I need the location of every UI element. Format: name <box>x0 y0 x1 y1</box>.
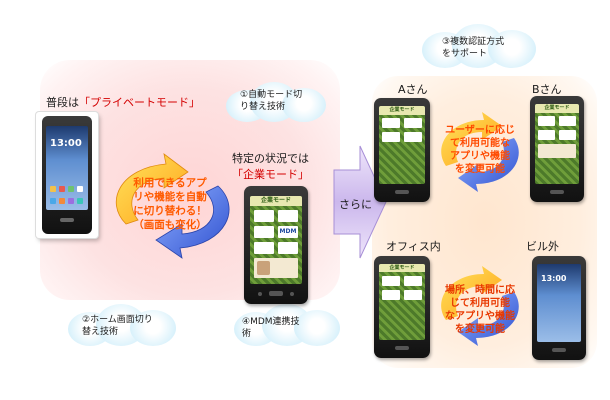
corporate-mode-label: 「企業モード」 <box>232 168 309 181</box>
private-mode-label: 普段は「プライベートモード」 <box>46 94 200 110</box>
callout-user-line-3: アプリや機能 <box>450 151 510 162</box>
situation-label: 特定の状況では <box>232 152 309 165</box>
private-mode-phone: 13:00 <box>36 112 98 238</box>
callout-main-line-2: リや機能を自動 <box>133 191 207 203</box>
clock-text: 13:00 <box>50 138 82 149</box>
callout-main-line-1: 利用できるアプ <box>133 177 207 189</box>
callout-user-line-2: て利用可能な <box>450 138 510 149</box>
cloud-4-line-1: ④MDM連携技 <box>242 317 300 327</box>
curved-arrow-icon <box>441 112 519 192</box>
callout-place-line-3: なアプリや機能 <box>445 311 515 322</box>
callout-main-line-3: に切り替わる！ <box>133 205 207 217</box>
curved-arrow-icon <box>441 266 519 346</box>
callout-user-line-4: を変更可能 <box>455 164 505 175</box>
clock-text-outside: 13:00 <box>541 274 567 283</box>
corporate-bar-office: 企業モード <box>379 264 425 273</box>
place-callout: 場所、時間に応 じて利用可能 なアプリや機能 を変更可能 <box>428 284 532 336</box>
office-phone: 企業モード <box>374 256 430 358</box>
cloud-3-line-2: をサポート <box>442 49 488 59</box>
cloud-home-screen-switch: ②ホーム画面切り 替え技術 <box>66 304 178 350</box>
cloud-1-line-1: ①自動モード切 <box>240 90 303 100</box>
callout-place-line-1: 場所、時間に応 <box>445 285 515 296</box>
cloud-auto-mode-switch: ①自動モード切 り替え技術 <box>222 80 330 126</box>
curved-arrow-icon <box>115 153 230 259</box>
block-arrow-right-icon <box>333 145 387 259</box>
corporate-bar-b: 企業モード <box>535 104 579 113</box>
further-label: さらに <box>339 198 372 211</box>
cloud-4-line-2: 術 <box>242 329 252 339</box>
private-mode-prefix: 普段は <box>46 96 79 109</box>
callout-main-line-4: （画面も変化） <box>133 219 207 231</box>
cloud-multi-auth: ③複数認証方式 をサポート <box>420 24 538 72</box>
callout-place-line-2: じて利用可能 <box>450 298 510 309</box>
cloud-2-line-1: ②ホーム画面切り <box>82 315 153 325</box>
callout-place-line-4: を変更可能 <box>455 324 505 335</box>
person-a-phone: 企業モード <box>374 98 430 202</box>
cloud-mdm-integration: ④MDM連携技 術 <box>232 304 342 350</box>
private-mode-name: 「プライベートモード」 <box>79 96 200 109</box>
person-b-label: Bさん <box>532 83 562 96</box>
corporate-bar-a: 企業モード <box>379 106 425 115</box>
cloud-2-line-2: 替え技術 <box>82 327 119 337</box>
cloud-1-line-2: り替え技術 <box>240 102 286 112</box>
cloud-3-line-1: ③複数認証方式 <box>442 37 505 47</box>
corporate-bar: 企業モード <box>250 196 302 206</box>
outside-label: ビル外 <box>526 240 559 253</box>
corporate-mode-phone: 企業モード MDM <box>244 186 308 304</box>
mdm-tile: MDM <box>278 226 298 238</box>
in-office-label: オフィス内 <box>386 240 441 253</box>
avatar <box>254 258 298 278</box>
person-b-phone: 企業モード <box>530 96 584 202</box>
outside-phone: 13:00 <box>532 256 586 360</box>
callout-user-line-1: ユーザーに応じ <box>445 125 515 136</box>
home-screen: 13:00 <box>46 126 88 210</box>
corporate-screen: 企業モード MDM <box>250 196 302 284</box>
auto-switch-callout: 利用できるアプ リや機能を自動 に切り替わる！ （画面も変化） <box>110 176 230 232</box>
user-callout: ユーザーに応じ て利用可能な アプリや機能 を変更可能 <box>432 124 528 176</box>
person-a-label: Aさん <box>398 83 428 96</box>
